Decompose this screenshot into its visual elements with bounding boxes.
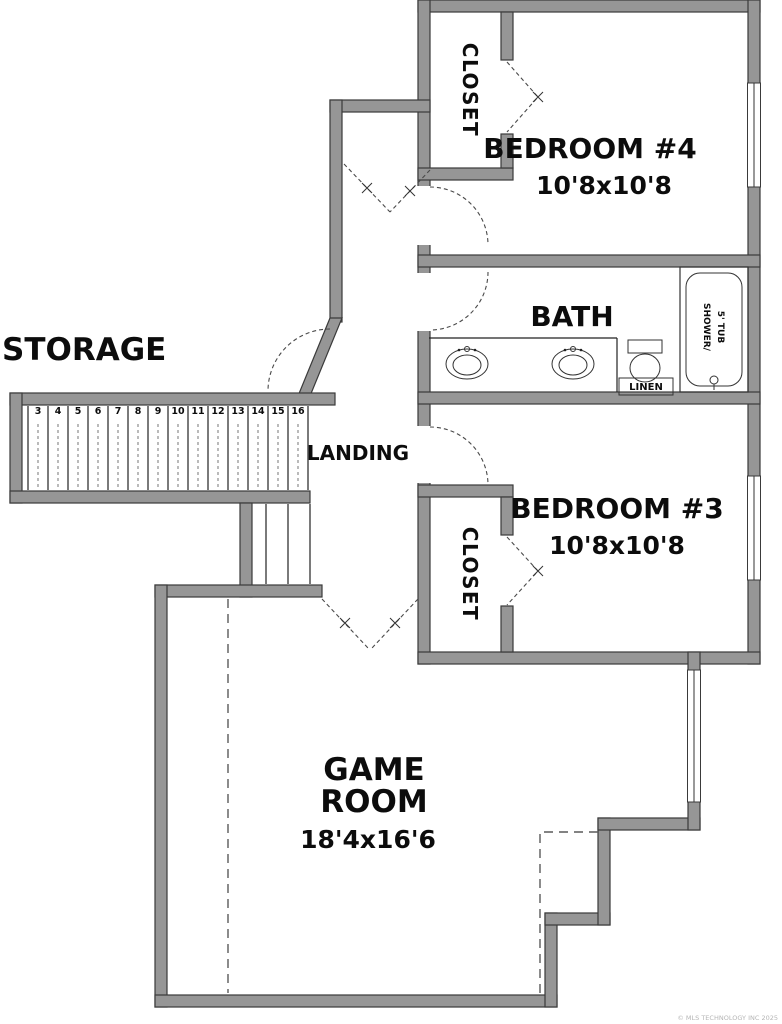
stair-number: 16	[291, 406, 305, 417]
shower-tub	[679, 266, 749, 393]
sink-right	[551, 346, 595, 380]
vanity-counter	[429, 337, 618, 392]
door-x-marks	[339, 91, 544, 629]
gameroom-label-line2: ROOM	[320, 784, 427, 820]
bath-label: BATH	[530, 300, 613, 333]
closet-top-bifold	[506, 61, 539, 133]
gameroom-label-line1: GAME	[323, 752, 424, 788]
linen-cabinet	[618, 377, 674, 396]
stair-number: 13	[231, 406, 244, 417]
bedroom4-dimensions: 10'8x10'8	[536, 171, 672, 200]
stair-number: 11	[191, 406, 204, 417]
landing-label: LANDING	[307, 441, 409, 465]
window-bedroom3	[747, 475, 761, 581]
room-labels: STORAGE LANDING BEDROOM #4 10'8x10'8 BAT…	[2, 43, 778, 1022]
window-bedroom4	[747, 82, 761, 188]
stair-tread-numbers: 3 4 5 6 7 8 9 10 11 12 13 14 15 16	[35, 406, 305, 417]
stair-number: 3	[35, 406, 42, 417]
stair-number: 15	[271, 406, 284, 417]
sink-left	[445, 346, 489, 380]
bedroom4-door-arc	[429, 186, 489, 246]
bedroom3-label: BEDROOM #3	[510, 492, 723, 525]
stair-number: 14	[251, 406, 265, 417]
gameroom-double-door-leaves	[321, 598, 419, 649]
windows	[687, 82, 761, 803]
stair-number: 10	[171, 406, 185, 417]
stair-number: 7	[115, 406, 122, 417]
storage-label: STORAGE	[2, 332, 166, 368]
stair-number: 9	[155, 406, 162, 417]
gameroom-dimensions: 18'4x16'6	[300, 825, 436, 854]
stair-number: 5	[75, 406, 82, 417]
toilet	[627, 339, 663, 383]
tub-label-line2: 5' TUB	[715, 311, 725, 344]
stair-treads	[27, 406, 309, 490]
bedroom3-door-arc	[429, 426, 489, 486]
tub-label-line1: SHOWER/	[701, 303, 711, 352]
stair-number: 8	[135, 406, 142, 417]
walls	[9, 0, 761, 1008]
closet-top-label: CLOSET	[458, 43, 482, 137]
copyright-text: © MLS TECHNOLOGY INC 2025	[677, 1014, 778, 1022]
storage-door-arc	[267, 328, 331, 392]
linen-label: LINEN	[629, 382, 663, 393]
window-gameroom	[687, 669, 701, 803]
closet-bedroom3-label: CLOSET	[458, 527, 482, 621]
ceiling-break-lines	[227, 599, 598, 993]
stair-number: 6	[95, 406, 102, 417]
stair-number: 12	[211, 406, 224, 417]
stair-number: 4	[55, 406, 62, 417]
closet-bedroom3-bifold	[506, 536, 539, 606]
bedroom3-dimensions: 10'8x10'8	[549, 531, 685, 560]
stair-tread-dashed-lines	[37, 424, 299, 488]
bath-fixtures	[429, 266, 749, 396]
door-openings	[417, 186, 431, 483]
staircase: 3 4 5 6 7 8 9 10 11 12 13 14 15 16	[27, 406, 309, 490]
landing-steps	[265, 504, 311, 584]
bath-door-arc	[429, 271, 489, 331]
bedroom4-label: BEDROOM #4	[483, 132, 696, 165]
